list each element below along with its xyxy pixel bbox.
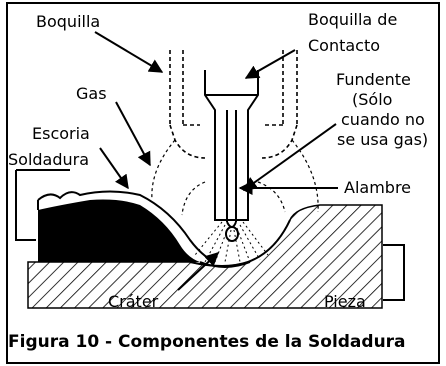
label-escoria: Escoria <box>32 124 90 143</box>
gas-shield <box>151 139 319 216</box>
slag-layer <box>37 190 216 263</box>
label-contacto-line1: Boquilla de <box>308 10 398 29</box>
label-fundente-line1: Fundente <box>336 70 411 89</box>
figure-caption: Figura 10 - Componentes de la Soldadura <box>8 332 406 352</box>
leader-gas <box>115 101 151 167</box>
leader-boquilla <box>94 31 164 73</box>
leader-fundente <box>242 123 337 191</box>
leader-escoria <box>99 147 129 190</box>
leader-soldadura <box>15 170 36 241</box>
label-crater: Cráter <box>108 292 159 311</box>
label-fundente-line3: cuando no <box>341 110 425 129</box>
label-fundente-line2: (Sólo <box>352 90 393 109</box>
leader-pieza <box>383 244 405 301</box>
leader-contacto <box>244 49 296 79</box>
leader-crater <box>177 252 220 291</box>
label-boquilla: Boquilla <box>36 12 101 31</box>
label-fundente-line4: se usa gas) <box>337 130 429 149</box>
contact-tip <box>204 70 259 221</box>
label-soldadura: Soldadura <box>8 150 90 169</box>
label-contacto-line2: Contacto <box>308 36 381 55</box>
label-pieza: Pieza <box>324 292 366 311</box>
label-alambre: Alambre <box>344 178 412 197</box>
weld-bead <box>38 199 200 262</box>
label-gas: Gas <box>76 84 107 103</box>
figure-frame <box>6 2 440 364</box>
